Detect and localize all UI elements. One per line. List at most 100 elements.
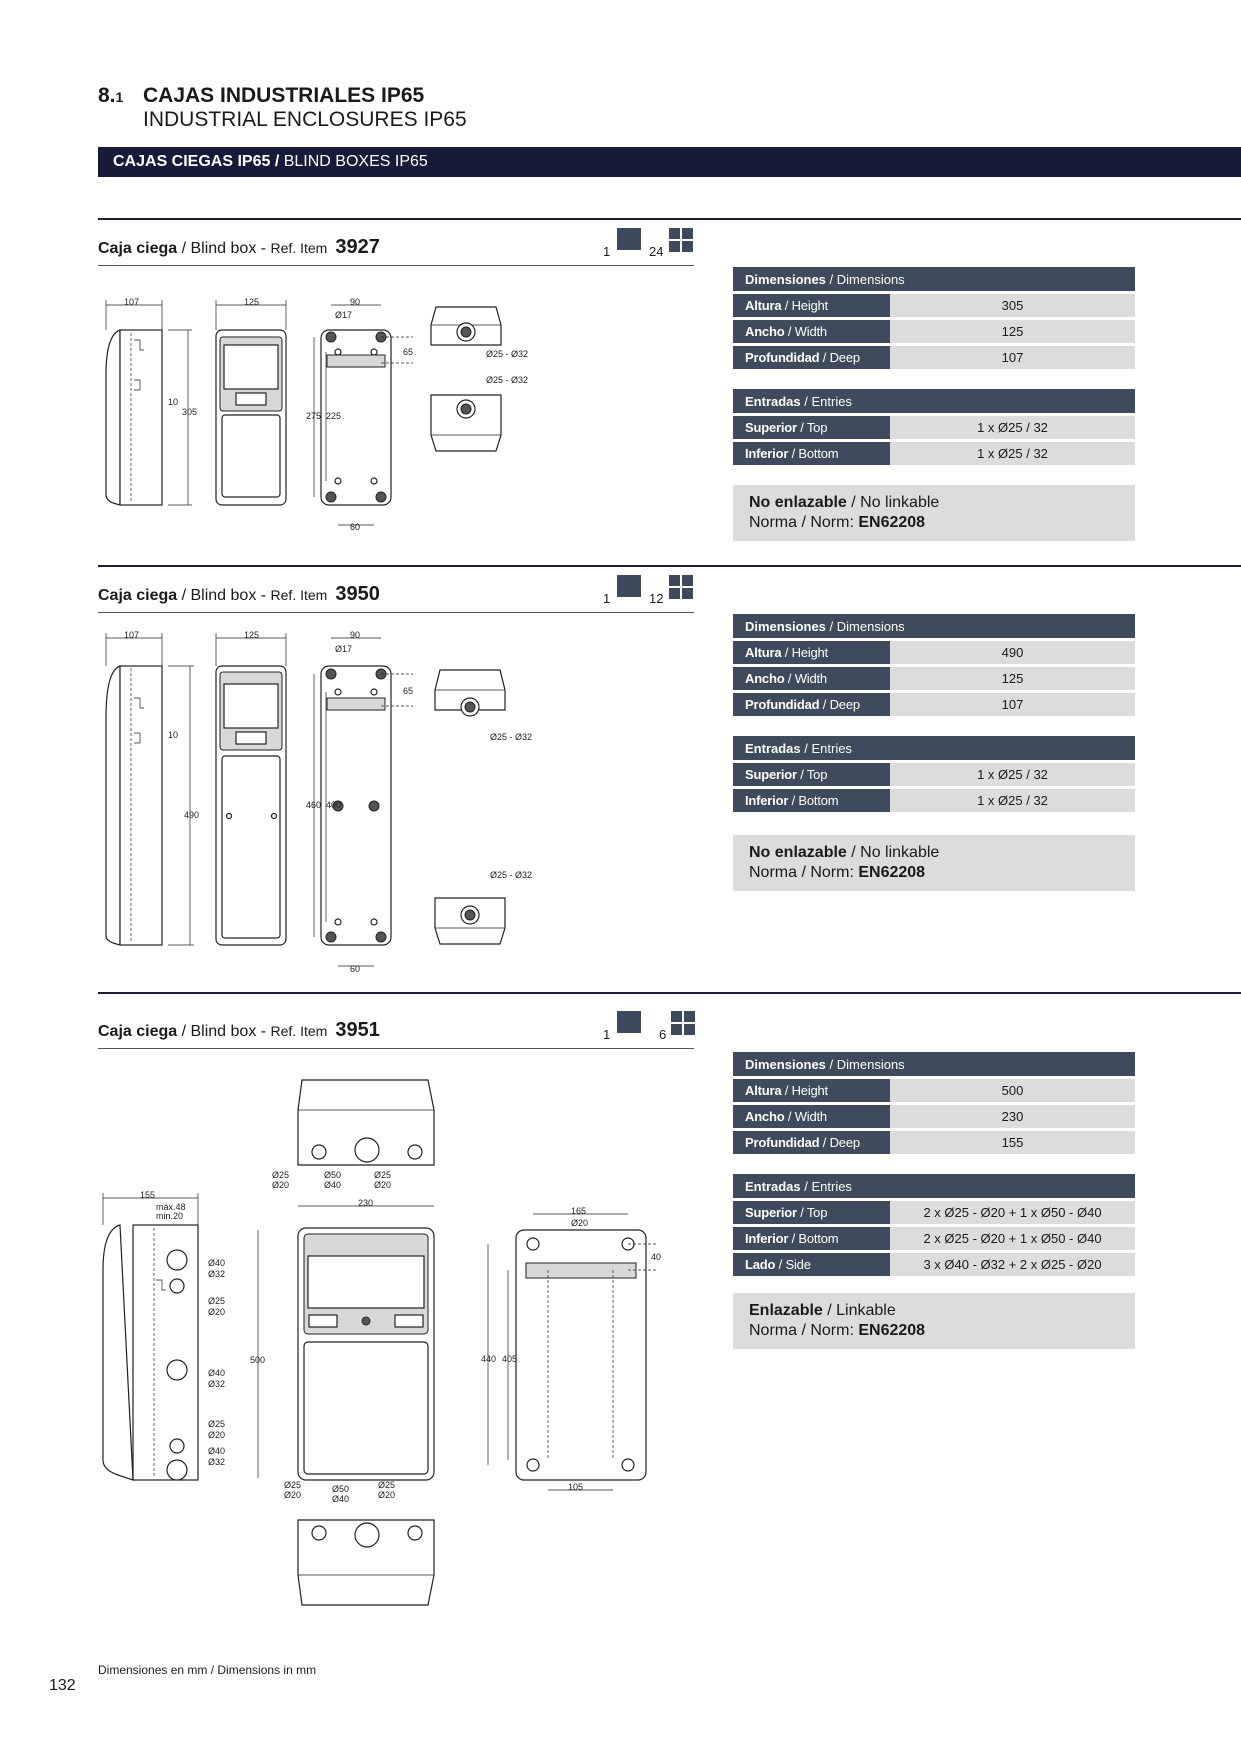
label-bottom-hole: Ø20 xyxy=(284,1490,301,1500)
label-top-hole: Ø20 xyxy=(272,1180,289,1190)
dim-inner-mount: 225 xyxy=(326,411,341,421)
dim-hole-diameter: Ø17 xyxy=(335,310,352,320)
dim-width: 230 xyxy=(358,1198,373,1208)
technical-drawing-3927: 107 10 305 125 90 Ø17 65 275 225 60 Ø25 … xyxy=(105,297,528,532)
label-side-hole: Ø40 xyxy=(208,1446,225,1456)
label-side-hole: Ø25 xyxy=(208,1419,225,1429)
dimensions-table: Dimensiones / Dimensions Altura / Height… xyxy=(733,611,1135,719)
dim-top-entry: Ø25 - Ø32 xyxy=(490,732,532,742)
multi-box-icon xyxy=(671,1011,695,1035)
multi-box-icon xyxy=(669,228,693,252)
side-view xyxy=(119,665,163,946)
dim-depth: 155 xyxy=(140,1190,155,1200)
single-box-icon xyxy=(617,1011,641,1033)
back-view xyxy=(320,329,392,506)
dim-top-entry: Ø25 - Ø32 xyxy=(486,349,528,359)
dim-inner-mount: 405 xyxy=(502,1354,517,1364)
linkable-note: Enlazable / Linkable Norma / Norm: EN622… xyxy=(733,1293,1135,1349)
specs-panel: Dimensiones / Dimensions Altura / Height… xyxy=(733,1049,1135,1349)
specs-panel: Dimensiones / Dimensions Altura / Height… xyxy=(733,264,1135,541)
dim-offset: 10 xyxy=(168,397,178,407)
pack-unit-count: 1 xyxy=(603,1027,611,1042)
product-divider xyxy=(98,992,1241,994)
label-bottom-hole: Ø20 xyxy=(378,1490,395,1500)
page-number: 132 xyxy=(49,1677,76,1694)
section-banner: CAJAS CIEGAS IP65 / BLIND BOXES IP65 xyxy=(98,147,1241,177)
side-profile xyxy=(105,665,121,946)
dim-outer-mount: 440 xyxy=(481,1354,496,1364)
label-top-hole: Ø40 xyxy=(324,1180,341,1190)
back-view xyxy=(320,665,392,946)
page-subtitle: INDUSTRIAL ENCLOSURES IP65 xyxy=(143,108,467,131)
dim-bottom-entry: Ø25 - Ø32 xyxy=(486,375,528,385)
label-bottom-hole: Ø25 xyxy=(378,1480,395,1490)
dim-inner-mount: 400 xyxy=(326,800,341,810)
product-divider xyxy=(98,218,1241,220)
pack-box-count: 12 xyxy=(649,591,664,606)
side-view xyxy=(132,1224,199,1481)
dim-bottom-spacing: 60 xyxy=(350,522,360,532)
label-side-hole: Ø32 xyxy=(208,1379,225,1389)
technical-drawing-3950: 107 10 490 125 90 Ø17 65 460 400 60 Ø25 … xyxy=(105,630,532,974)
label-side-hole: Ø25 xyxy=(208,1296,225,1306)
dim-hole-diameter: Ø17 xyxy=(335,644,352,654)
side-view xyxy=(119,329,163,506)
pack-unit-count: 1 xyxy=(603,244,611,259)
dim-bottom-spacing: 105 xyxy=(568,1482,583,1492)
label-top-hole: Ø20 xyxy=(374,1180,391,1190)
dim-hole-spacing: 90 xyxy=(350,297,360,307)
dim-bottom-spacing: 60 xyxy=(350,964,360,974)
dimensions-table: Dimensiones / Dimensions Altura / Height… xyxy=(733,1049,1135,1157)
units-note: Dimensiones en mm / Dimensions in mm xyxy=(98,1663,317,1677)
dim-height: 500 xyxy=(250,1355,265,1365)
label-side-hole: Ø40 xyxy=(208,1368,225,1378)
dim-height: 490 xyxy=(184,810,199,820)
label-side-hole: Ø32 xyxy=(208,1457,225,1467)
label-side-hole: Ø32 xyxy=(208,1269,225,1279)
dim-max-offset: máx.48 xyxy=(156,1202,186,1212)
dim-hole-spacing: 90 xyxy=(350,630,360,640)
linkable-note: No enlazable / No linkable Norma / Norm:… xyxy=(733,835,1135,891)
label-bottom-hole: Ø50 xyxy=(332,1484,349,1494)
single-box-icon xyxy=(617,575,641,597)
back-view xyxy=(515,1229,647,1481)
side-profile xyxy=(102,1224,134,1481)
dim-depth: 107 xyxy=(124,297,139,307)
dim-depth: 107 xyxy=(124,630,139,640)
pack-box-count: 6 xyxy=(659,1027,667,1042)
dim-hole-spacing: 165 xyxy=(571,1206,586,1216)
dim-top-offset: 65 xyxy=(403,686,413,696)
dim-offset: 10 xyxy=(168,730,178,740)
dim-width: 125 xyxy=(244,630,259,640)
dim-height: 305 xyxy=(182,407,197,417)
pack-unit-count: 1 xyxy=(603,591,611,606)
linkable-note: No enlazable / No linkable Norma / Norm:… xyxy=(733,485,1135,541)
side-profile xyxy=(105,329,121,506)
label-side-hole: Ø40 xyxy=(208,1258,225,1268)
dim-outer-mount: 275 xyxy=(306,411,321,421)
section-number: 8.1 xyxy=(98,84,124,107)
dim-min-offset: min.20 xyxy=(156,1211,183,1221)
label-bottom-hole: Ø40 xyxy=(332,1494,349,1504)
page-title: CAJAS INDUSTRIALES IP65 xyxy=(143,84,425,107)
dim-top-offset: 40 xyxy=(651,1252,661,1262)
